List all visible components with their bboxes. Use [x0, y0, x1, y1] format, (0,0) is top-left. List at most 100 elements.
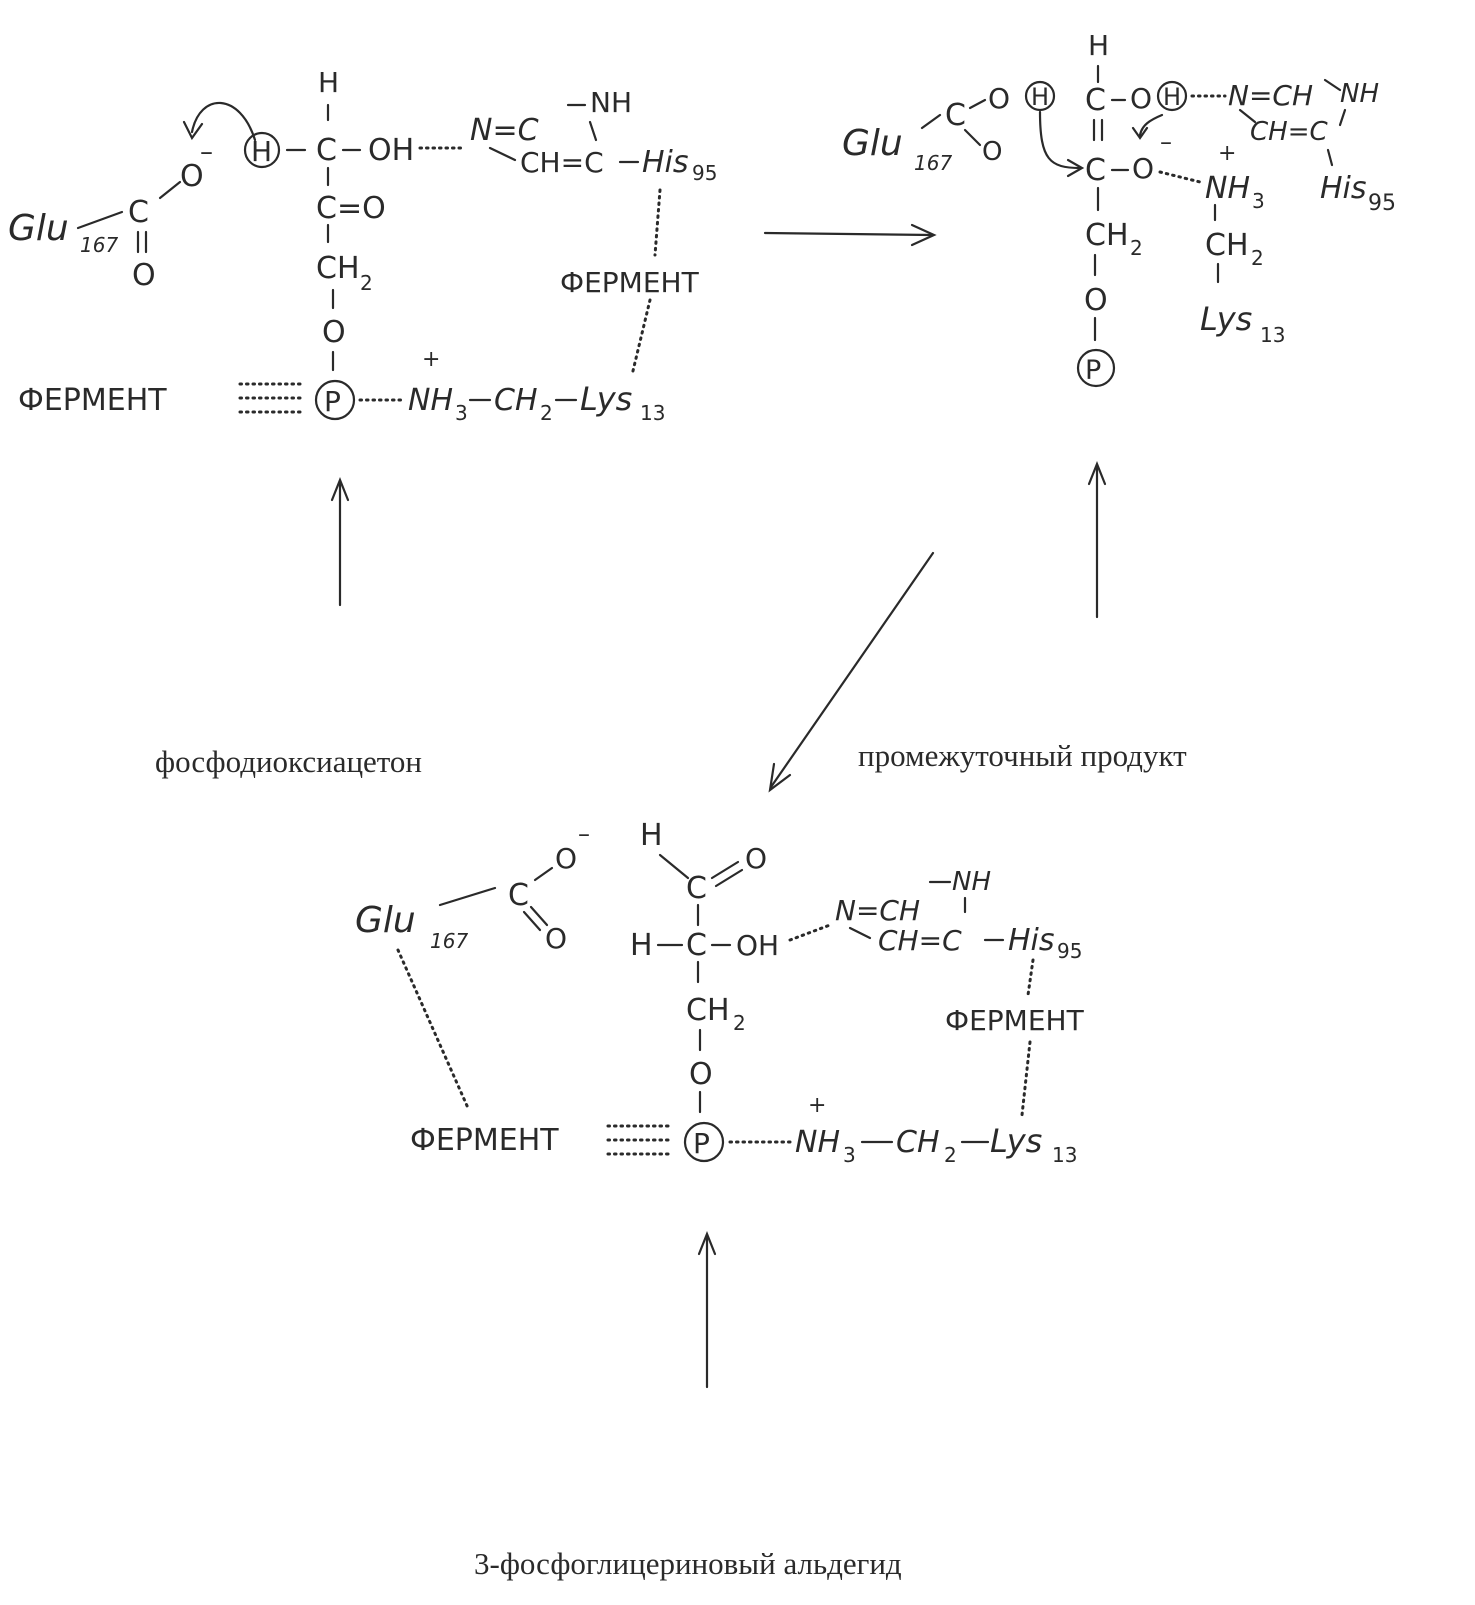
glu-label: Glu	[8, 208, 69, 249]
glu-co-bond-3b	[529, 905, 549, 927]
glu-number-2: 167	[914, 151, 952, 175]
nh3-sub-3: 3	[843, 1143, 856, 1167]
ch2-sub-3: 2	[733, 1011, 746, 1035]
lys-ch2-sub-2: 2	[1251, 246, 1264, 270]
hbond-oh-n-3	[788, 923, 832, 942]
c1-2: C	[1085, 83, 1106, 118]
carboxylate-o-3: O	[555, 842, 577, 875]
lys-nh3: NH	[408, 383, 453, 418]
lys-label-3: Lys	[990, 1122, 1042, 1160]
c-oh-bond-2	[968, 98, 987, 110]
electron-arrow-2	[1138, 113, 1164, 137]
lys-ch2: CH	[494, 383, 538, 418]
electron-arrow-2-head	[1131, 126, 1149, 140]
bond-ch-nh-2	[1323, 78, 1342, 92]
caption-dhap: фосфодиоксиацетон	[155, 744, 423, 779]
aldehyde-h: H	[640, 818, 663, 853]
his-n-eq-ch-2: N=CH	[1228, 79, 1313, 112]
arrow-2-to-3-head	[768, 762, 792, 793]
glu-carbon-2: C	[945, 98, 966, 133]
bond-n-ch-2	[1238, 108, 1257, 124]
glu-carbon-3: C	[508, 878, 529, 913]
proton-transfer-arrow	[190, 101, 257, 142]
lys-ch2-sub-3: 2	[944, 1143, 957, 1167]
glu-label-3: Glu	[355, 900, 416, 941]
h-atom-2b: H	[1163, 83, 1181, 111]
lys-number-3: 13	[1052, 1143, 1077, 1167]
h-atom: H	[251, 135, 272, 168]
lys-number: 13	[640, 401, 665, 425]
proton-arrow-2	[1038, 110, 1082, 170]
glu-bond-2	[920, 113, 942, 130]
phosphate-circle-2	[1076, 348, 1116, 388]
ch2-1: CH	[316, 251, 360, 286]
top-h-2: H	[1088, 29, 1109, 62]
enzyme-lys-dots-3	[1020, 1040, 1032, 1117]
carbonyl-o: O	[132, 258, 156, 293]
his-label-3: His	[1008, 923, 1055, 958]
his-number: 95	[692, 161, 717, 185]
carboxylate-o: O	[180, 159, 204, 194]
circled-h-2b	[1156, 80, 1188, 112]
glu-o-2: O	[988, 82, 1010, 115]
c-o-bond	[158, 180, 182, 200]
his-n-eq-ch-3: N=CH	[835, 894, 920, 927]
glu-co-bond-3a	[522, 910, 542, 932]
aldehyde-co-a	[710, 860, 740, 880]
his-ch-eq-c-3: CH=C	[878, 924, 962, 957]
c-o-bond-3	[533, 866, 554, 882]
glu-bond	[76, 210, 124, 230]
structure-intermediate: Glu 167 C O H O H C O H – C O + NH 3 CH	[842, 29, 1396, 388]
oh-2: O	[1130, 82, 1152, 115]
his-enzyme-dots-3	[1026, 958, 1035, 997]
aldehyde-c: C	[686, 871, 707, 906]
glu-carbonyl-o-2: O	[982, 137, 1002, 167]
nh3-plus: +	[422, 347, 440, 372]
glu-label-2: Glu	[842, 123, 903, 164]
bond-nh-c-2	[1338, 108, 1347, 127]
c2-2: C	[1085, 153, 1106, 188]
proton-arrowhead	[182, 120, 204, 141]
his-number-3: 95	[1057, 939, 1082, 963]
oh-1: OH	[368, 133, 414, 168]
caption-gap: 3-фосфоглицериновый альдегид	[474, 1546, 902, 1581]
lys-ch2-3: CH	[896, 1125, 940, 1160]
lys-label: Lys	[580, 380, 632, 418]
arrow-2-to-3	[769, 551, 935, 789]
his-ch-eq-c-2: CH=C	[1250, 117, 1328, 147]
phosphate-2: P	[1085, 355, 1101, 386]
phosphate-circle-3	[683, 1121, 725, 1163]
enzyme-label-left: ФЕРМЕНТ	[18, 383, 167, 418]
glu-carbon: C	[128, 195, 149, 230]
his-n-eq-c: N=C	[470, 113, 539, 148]
phosphate-3: P	[693, 1127, 710, 1160]
o-minus: –	[200, 137, 213, 167]
arrow-1-to-2-head	[910, 223, 937, 247]
glu-bond-3	[438, 886, 497, 907]
ch2-sub: 2	[360, 271, 373, 295]
enzyme-label-right-3: ФЕРМЕНТ	[945, 1004, 1085, 1037]
enzyme-label-left-3: ФЕРМЕНТ	[410, 1123, 559, 1158]
glu-co-bond	[963, 128, 982, 147]
ester-o: O	[322, 315, 346, 350]
nh3-plus-2: +	[1218, 141, 1236, 166]
arrow-caption-intermediate-head	[1087, 461, 1107, 486]
his-nh: NH	[590, 86, 632, 119]
ester-o-3: O	[689, 1057, 713, 1092]
enzyme-lys-dots	[630, 298, 652, 377]
aldehyde-co-b	[714, 868, 744, 888]
nh3-plus-3: +	[808, 1093, 826, 1118]
oh-3: OH	[736, 929, 779, 962]
ch2-2: CH	[1085, 218, 1129, 253]
glu-number-3: 167	[430, 929, 468, 953]
hbond-o-nh3	[1158, 170, 1202, 184]
his-ch-eq-c: CH=C	[520, 146, 604, 179]
o-minus-3: –	[578, 820, 590, 848]
proton-arrow-2-head	[1066, 158, 1085, 178]
his-number-2: 95	[1368, 191, 1396, 216]
bond-n-ch-3	[848, 926, 872, 940]
bond-nh-c	[588, 120, 598, 142]
his-nh-2: NH	[1340, 79, 1379, 109]
his-label-2: His	[1320, 171, 1367, 206]
